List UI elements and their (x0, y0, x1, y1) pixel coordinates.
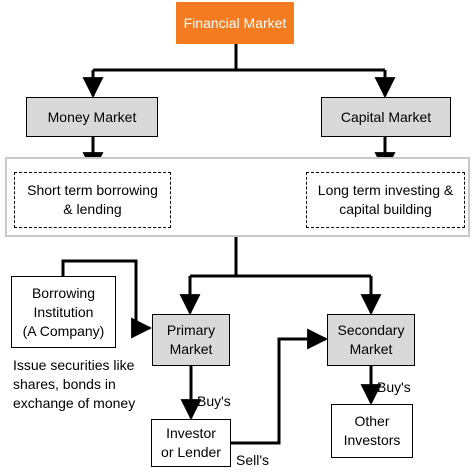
node-short-term-borrowing: Short term borrowing & lending (14, 172, 171, 228)
label-issue-securities: Issue securities like shares, bonds in e… (13, 357, 136, 411)
edge-investor-to-secondary (231, 328, 329, 445)
node-long-term-investing: Long term investing & capital building (306, 172, 465, 228)
label-buys-secondary: Buy's (377, 379, 411, 395)
node-money-market: Money Market (26, 97, 158, 137)
node-other-investors: Other Investors (331, 404, 413, 458)
node-secondary-market: Secondary Market (327, 314, 415, 366)
node-primary-market: Primary Market (152, 314, 230, 366)
node-borrowing-institution: Borrowing Institution (A Company) (11, 276, 116, 348)
label-sells: Sell's (236, 452, 270, 468)
node-capital-market: Capital Market (321, 97, 451, 137)
label-buys-primary: Buy's (197, 393, 231, 409)
edge-borrower-to-primary (61, 259, 153, 339)
node-investor-or-lender: Investor or Lender (151, 419, 231, 467)
node-financial-market: Financial Market (176, 2, 294, 44)
